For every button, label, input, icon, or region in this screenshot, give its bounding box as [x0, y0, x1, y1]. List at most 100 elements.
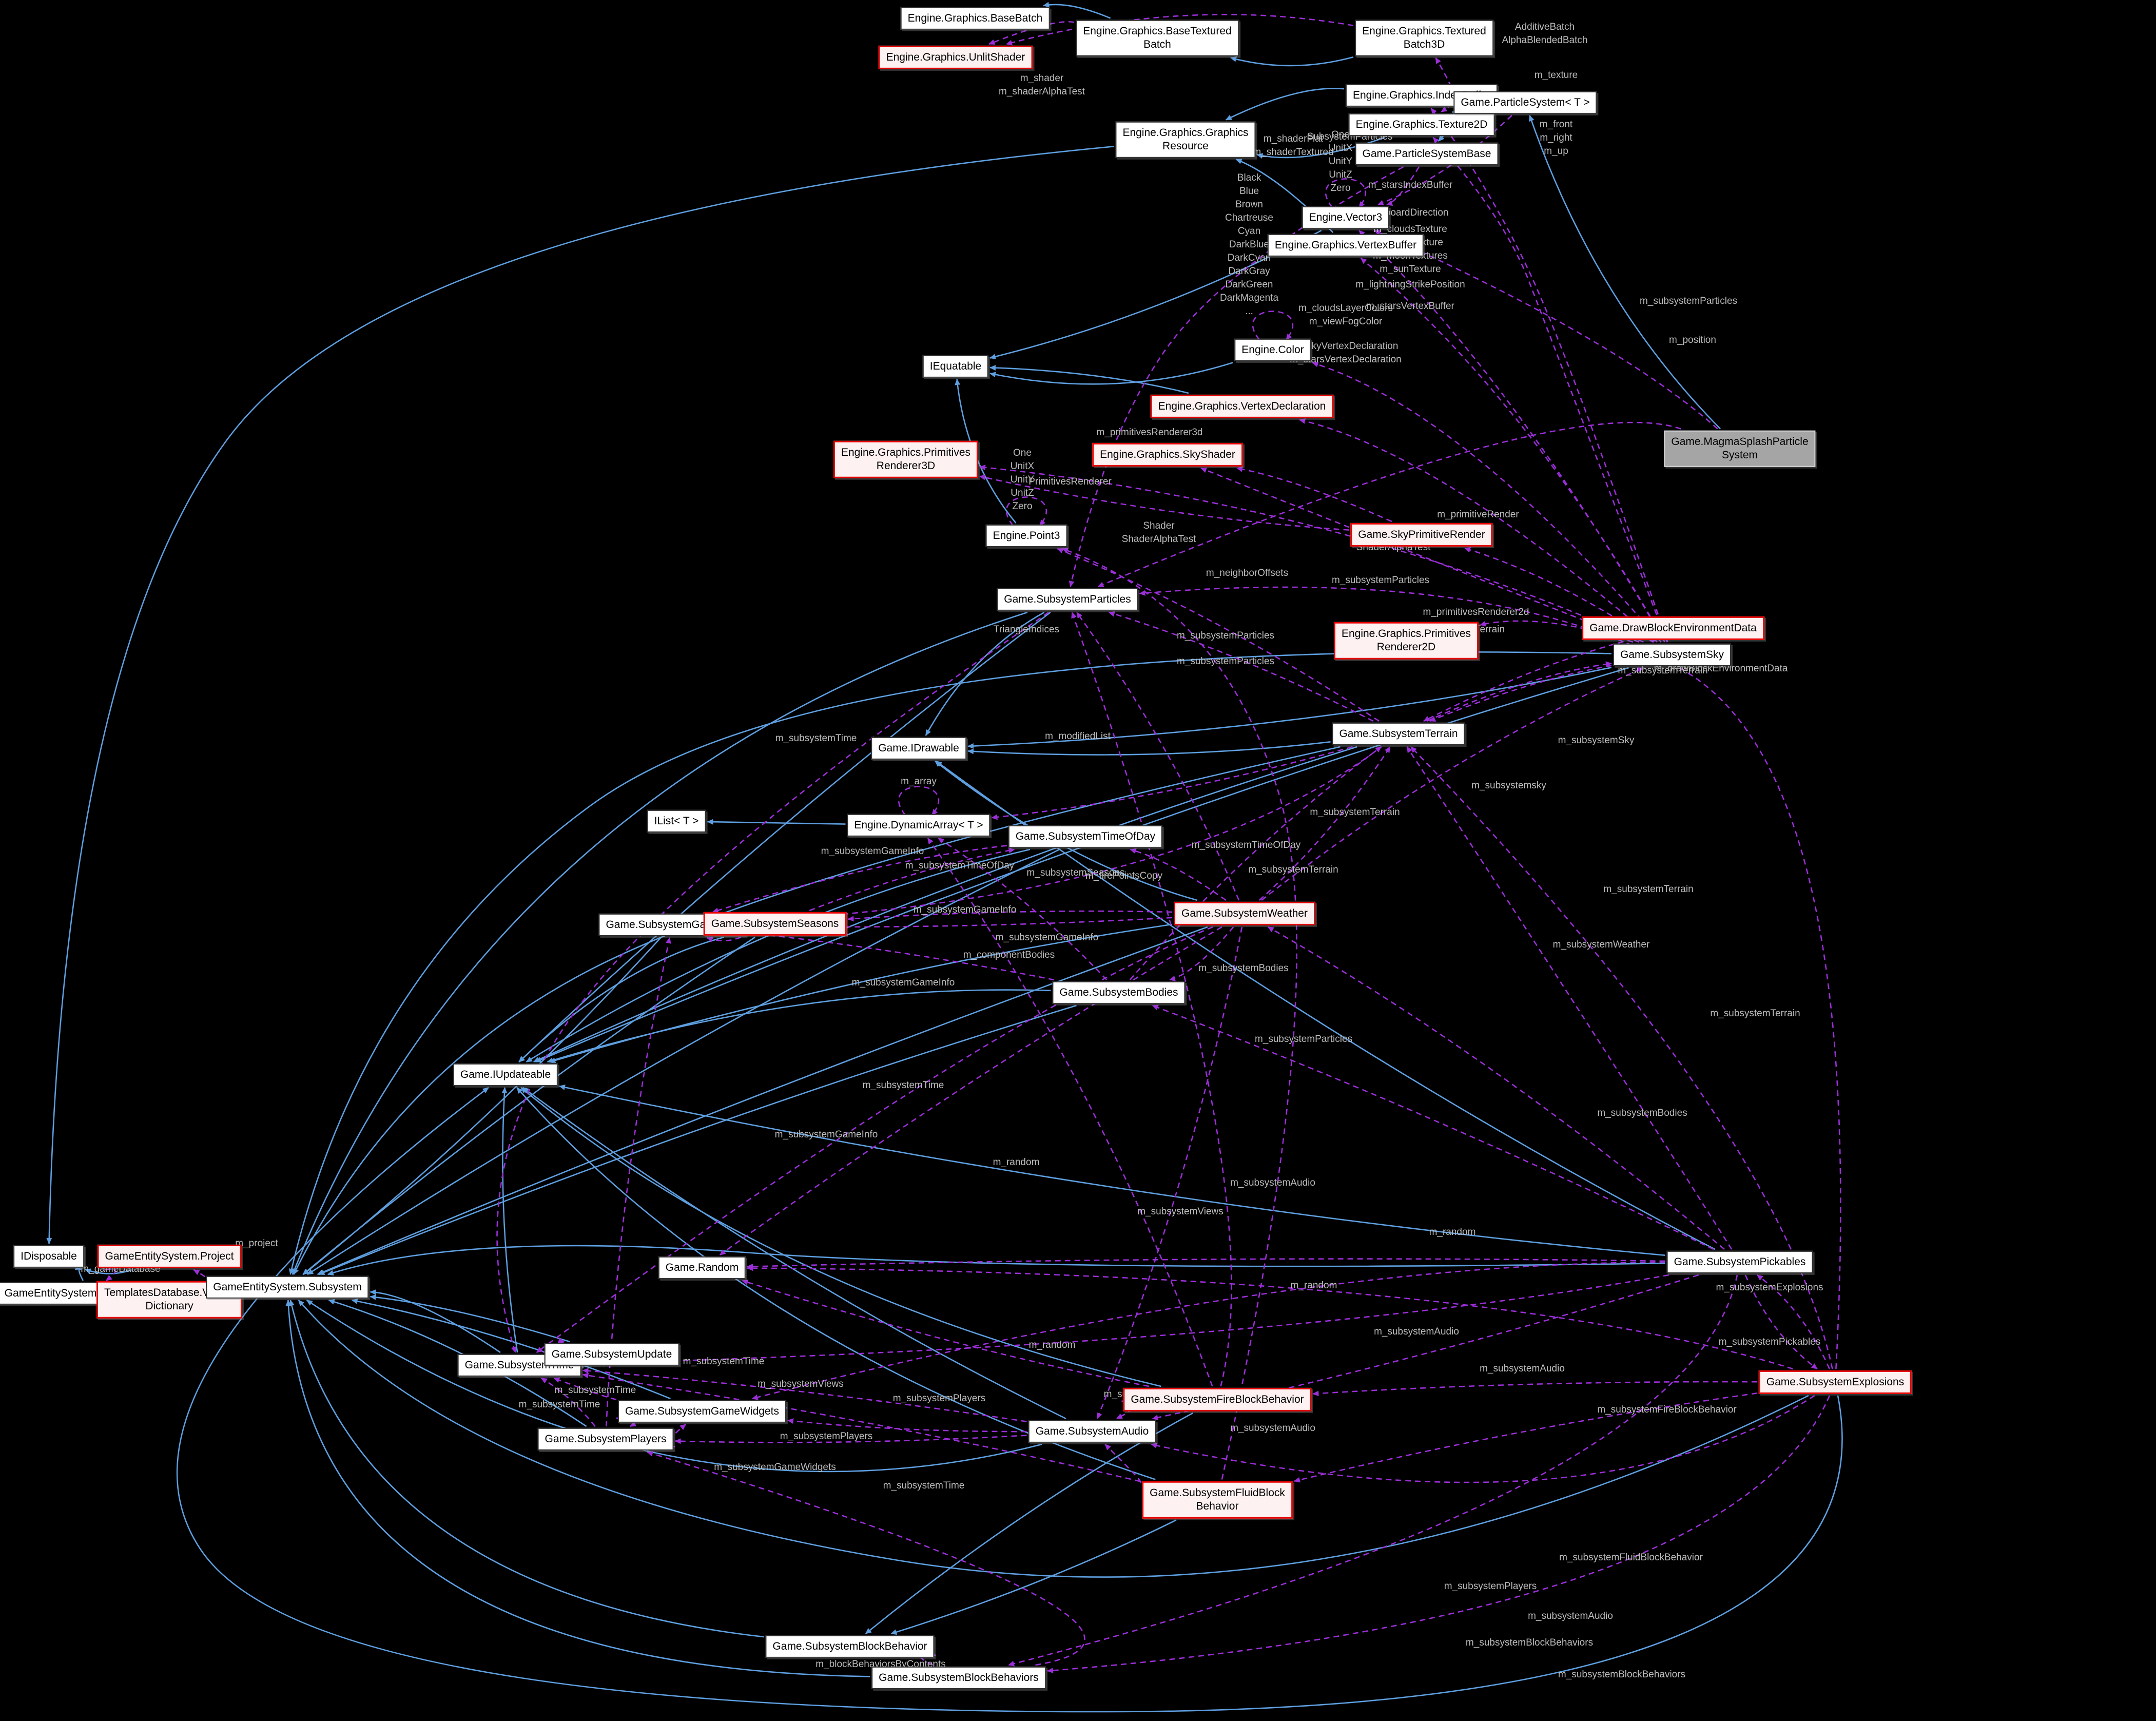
node-vector3[interactable]: Engine.Vector3	[1302, 206, 1390, 229]
edge-label-subsystemExplosions-subsystemPickables: m_subsystemPickables	[1719, 1337, 1821, 1347]
edge-subsystemWeather-subsystemTerrain	[1259, 746, 1391, 901]
node-skyShader[interactable]: Engine.Graphics.SkyShader	[1092, 442, 1243, 467]
edge-label-subsystemPickables-subsystemGameWidgets: m_subsystemViews	[1137, 1206, 1223, 1217]
edge-subsystemSky-color	[1312, 361, 1662, 643]
node-primRenderer3D[interactable]: Engine.Graphics.Primitives Renderer3D	[833, 440, 979, 478]
edge-subsystemAudio-subsystem	[306, 1299, 1042, 1473]
node-point3[interactable]: Engine.Point3	[985, 524, 1067, 548]
node-subsystemTimeOfDay[interactable]: Game.SubsystemTimeOfDay	[1008, 825, 1163, 848]
edge-label-subsystemPlayers-subsystemGameInfo: m_subsystemGameInfo	[775, 1129, 878, 1140]
node-vertexDeclaration[interactable]: Engine.Graphics.VertexDeclaration	[1150, 394, 1334, 419]
edge-subsystemTimeOfDay-subsystemGameInfo	[712, 845, 1007, 913]
edge-subsystemBodies-iupdateable	[547, 989, 1051, 1063]
node-subsystemSeasons[interactable]: Game.SubsystemSeasons	[703, 912, 847, 936]
edge-label-subsystemExplosions-subsystemFluidBlockBehavior: m_subsystemFluidBlockBehavior	[1559, 1552, 1703, 1563]
node-iupdateable[interactable]: Game.IUpdateable	[453, 1063, 558, 1087]
node-baseBatch[interactable]: Engine.Graphics.BaseBatch	[900, 7, 1050, 30]
edge-subsystemAudio-subsystemPlayers	[674, 1435, 1027, 1444]
edge-subsystemTerrain-iupdateable	[533, 746, 1357, 1063]
edge-subsystemWeather-subsystemBodies	[1169, 926, 1234, 981]
edge-label-subsystemSky-vector3: m_lightningStrikePosition	[1355, 279, 1465, 290]
edge-subsystemBlockBehaviors-subsystemPlayers	[647, 1451, 1085, 1666]
node-subsystemParticles[interactable]: Game.SubsystemParticles	[997, 588, 1138, 611]
edge-subsystemAudio-subsystemGameWidgets	[787, 1418, 1027, 1433]
edge-label-subsystemFireBlockBehavior-random: m_random	[1029, 1340, 1076, 1350]
edge-texturedBatch3D-unlitShader	[1005, 13, 1354, 46]
edge-subsystemPickables-subsystemGameWidgets	[751, 1261, 1665, 1400]
edge-subsystemBodies-dynamicArray	[938, 837, 1108, 980]
node-subsystemFireBlockBehavior[interactable]: Game.SubsystemFireBlockBehavior	[1123, 1387, 1312, 1412]
node-subsystemGameWidgets[interactable]: Game.SubsystemGameWidgets	[618, 1400, 786, 1423]
node-primRenderer2D[interactable]: Engine.Graphics.Primitives Renderer2D	[1333, 622, 1479, 660]
edge-subsystemBlockBehavior-subsystem	[289, 1300, 764, 1638]
edge-particleSystemBase-subsystemParticles	[1069, 166, 1404, 587]
node-particleSystemBase[interactable]: Game.ParticleSystemBase	[1355, 142, 1499, 166]
node-unlitShader[interactable]: Engine.Graphics.UnlitShader	[878, 45, 1033, 70]
edge-subsystemExplosions-subsystemTerrain	[1410, 746, 1833, 1369]
node-texture2D[interactable]: Engine.Graphics.Texture2D	[1348, 113, 1495, 137]
edge-graphicsResource-idisposable	[46, 146, 1114, 1244]
edge-subsystemParticles-idrawable	[925, 611, 1045, 736]
node-particleSystemT[interactable]: Game.ParticleSystem< T >	[1453, 91, 1597, 114]
edge-subsystemWeather-subsystemSky	[1261, 667, 1644, 901]
node-vertexBuffer[interactable]: Engine.Graphics.VertexBuffer	[1267, 234, 1424, 257]
node-idrawable[interactable]: Game.IDrawable	[871, 737, 966, 760]
node-drawBlockEnvData[interactable]: Game.DrawBlockEnvironmentData	[1582, 616, 1764, 641]
node-subsystem[interactable]: GameEntitySystem.Subsystem	[206, 1275, 369, 1299]
node-dynamicArray[interactable]: Engine.DynamicArray< T >	[847, 814, 990, 837]
edge-subsystemSeasons-subsystem	[302, 936, 755, 1275]
edge-subsystemExplosions-subsystemFluidBlockBehavior	[1294, 1392, 1758, 1483]
edge-subsystemParticles-iupdateable	[518, 611, 1051, 1062]
node-idisposable[interactable]: IDisposable	[13, 1245, 84, 1268]
node-subsystemExplosions[interactable]: Game.SubsystemExplosions	[1758, 1370, 1912, 1395]
node-subsystemAudio[interactable]: Game.SubsystemAudio	[1028, 1420, 1156, 1443]
node-subsystemBlockBehaviors[interactable]: Game.SubsystemBlockBehaviors	[871, 1666, 1046, 1690]
node-subsystemTerrain[interactable]: Game.SubsystemTerrain	[1332, 722, 1465, 746]
edge-subsystemPickables-subsystemBlockBehaviors	[1008, 1274, 1738, 1667]
node-skyPrimitiveRender[interactable]: Game.SkyPrimitiveRender	[1350, 523, 1493, 547]
edge-magmaSplash-subsystemParticles	[1097, 421, 1681, 588]
edge-texturedBatch3D-baseTexturedBatch	[1230, 56, 1354, 67]
node-subsystemSky[interactable]: Game.SubsystemSky	[1613, 643, 1731, 667]
edge-label-subsystemGameWidgets-subsystemPlayers: m_subsystemPlayers	[780, 1431, 873, 1442]
edge-magmaSplash-vector3	[1374, 229, 1718, 430]
edge-label-subsystemTerrain-dynamicArray: m_modifiedList	[1045, 731, 1111, 742]
edge-label-subsystemPlayers-subsystemTime: m_subsystemTime	[519, 1399, 600, 1410]
node-subsystemPlayers[interactable]: Game.SubsystemPlayers	[537, 1427, 674, 1451]
node-magmaSplash[interactable]: Game.MagmaSplashParticle System	[1664, 430, 1816, 467]
edge-magmaSplash-particleSystemT	[1529, 115, 1721, 430]
node-subsystemFluidBlockBehavior[interactable]: Game.SubsystemFluidBlock Behavior	[1142, 1481, 1293, 1519]
node-subsystemUpdate[interactable]: Game.SubsystemUpdate	[544, 1343, 679, 1366]
node-color[interactable]: Engine.Color	[1234, 338, 1311, 362]
node-baseTexturedBatch[interactable]: Engine.Graphics.BaseTextured Batch	[1076, 20, 1239, 56]
edge-subsystemSeasons-iupdateable	[518, 936, 725, 1062]
node-subsystemPickables[interactable]: Game.SubsystemPickables	[1666, 1250, 1813, 1274]
node-ilist[interactable]: IList< T >	[647, 809, 706, 833]
edge-subsystemExplosions-iupdateable	[176, 1087, 1843, 1713]
edge-subsystemWeather-subsystemParticles	[1076, 612, 1240, 901]
node-subsystemBodies[interactable]: Game.SubsystemBodies	[1052, 981, 1186, 1004]
edge-subsystemAudio-subsystemTime	[582, 1368, 1027, 1422]
edge-label-subsystemTimeOfDay-subsystemGameInfo: m_subsystemGameInfo	[821, 846, 924, 857]
edge-vector3-vector3	[1325, 178, 1367, 208]
edge-label-subsystem-project: m_project	[235, 1238, 278, 1249]
node-random[interactable]: Game.Random	[658, 1256, 746, 1280]
node-project[interactable]: GameEntitySystem.Project	[97, 1244, 242, 1269]
edge-subsystemExplosions-subsystemPickables	[1756, 1274, 1830, 1369]
edge-subsystemWeather-subsystemSeasons	[847, 910, 1173, 922]
edge-label-particleSystemBase-vector3: BillboardDirection	[1372, 207, 1449, 218]
edge-label-subsystemExplosions-random: m_random	[1291, 1280, 1337, 1291]
node-subsystemWeather[interactable]: Game.SubsystemWeather	[1174, 901, 1315, 926]
edge-project-gameDatabase	[105, 1268, 116, 1282]
node-graphicsResource[interactable]: Engine.Graphics.Graphics Resource	[1115, 121, 1256, 158]
edge-vertexDeclaration-iequatable	[989, 365, 1189, 394]
node-texturedBatch3D[interactable]: Engine.Graphics.Textured Batch3D	[1355, 20, 1493, 56]
edge-label-subsystemPickables-subsystemAudio: m_subsystemAudio	[1374, 1326, 1459, 1337]
node-iequatable[interactable]: IEquatable	[922, 355, 989, 378]
node-subsystemBlockBehavior[interactable]: Game.SubsystemBlockBehavior	[765, 1635, 935, 1658]
